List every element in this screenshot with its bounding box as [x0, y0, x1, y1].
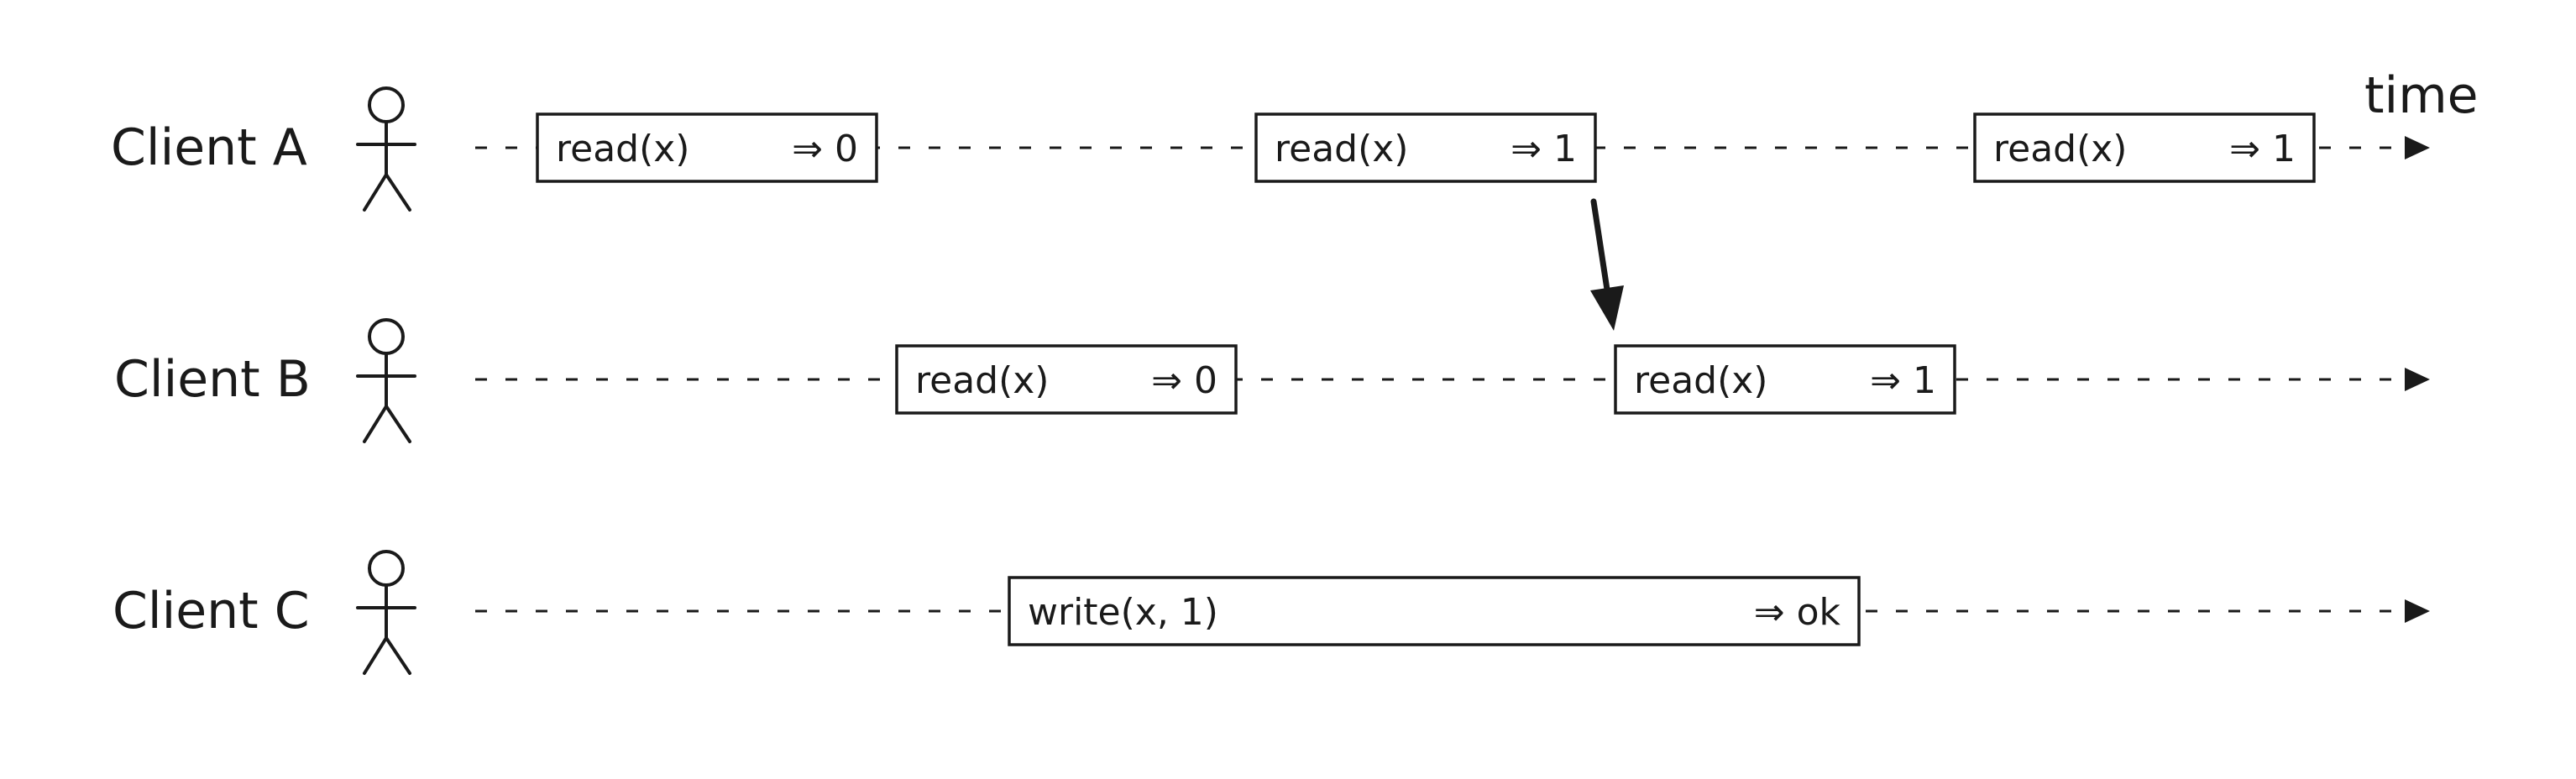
operation-call: read(x): [1275, 128, 1408, 170]
operation-call: read(x): [915, 359, 1049, 402]
client-row-c: Client C write(x, 1) ⇒ ok: [113, 550, 2430, 675]
operation-result: ⇒ 0: [1151, 359, 1217, 402]
stick-figure-icon: [356, 86, 416, 212]
stick-figure-icon: [356, 550, 416, 675]
operation-box: write(x, 1) ⇒ ok: [1008, 576, 1861, 646]
client-c-label: Client C: [113, 582, 310, 640]
operation-result: ⇒ 1: [1870, 359, 1936, 402]
operation-call: read(x): [556, 128, 689, 170]
stick-figure-icon: [356, 318, 416, 443]
arrow-right-icon: [2405, 368, 2430, 391]
operation-call: read(x): [1634, 359, 1767, 402]
operation-box: read(x) ⇒ 1: [1254, 112, 1597, 183]
client-a-label: Client A: [111, 118, 307, 177]
time-label: time: [2364, 66, 2479, 125]
client-row-b: Client B read(x) ⇒ 0 read(x) ⇒ 1: [114, 318, 2430, 443]
operation-box: read(x) ⇒ 0: [895, 344, 1238, 415]
operation-call: read(x): [1993, 128, 2127, 170]
operation-result: ⇒ ok: [1754, 591, 1841, 634]
operation-box: read(x) ⇒ 0: [536, 112, 878, 183]
client-b-label: Client B: [114, 350, 311, 409]
arrow-right-icon: [2405, 599, 2430, 623]
client-row-a: Client A read(x) ⇒ 0 read(x) ⇒ 1 read(x)…: [111, 86, 2430, 212]
arrow-right-icon: [2405, 136, 2430, 159]
operation-box: read(x) ⇒ 1: [1973, 112, 2316, 183]
operation-result: ⇒ 1: [1511, 128, 1577, 170]
operation-box: read(x) ⇒ 1: [1614, 344, 1956, 415]
operation-result: ⇒ 1: [2229, 128, 2296, 170]
operation-call: write(x, 1): [1028, 591, 1218, 634]
operation-result: ⇒ 0: [792, 128, 858, 170]
arrow-down-icon: [1590, 198, 1624, 331]
